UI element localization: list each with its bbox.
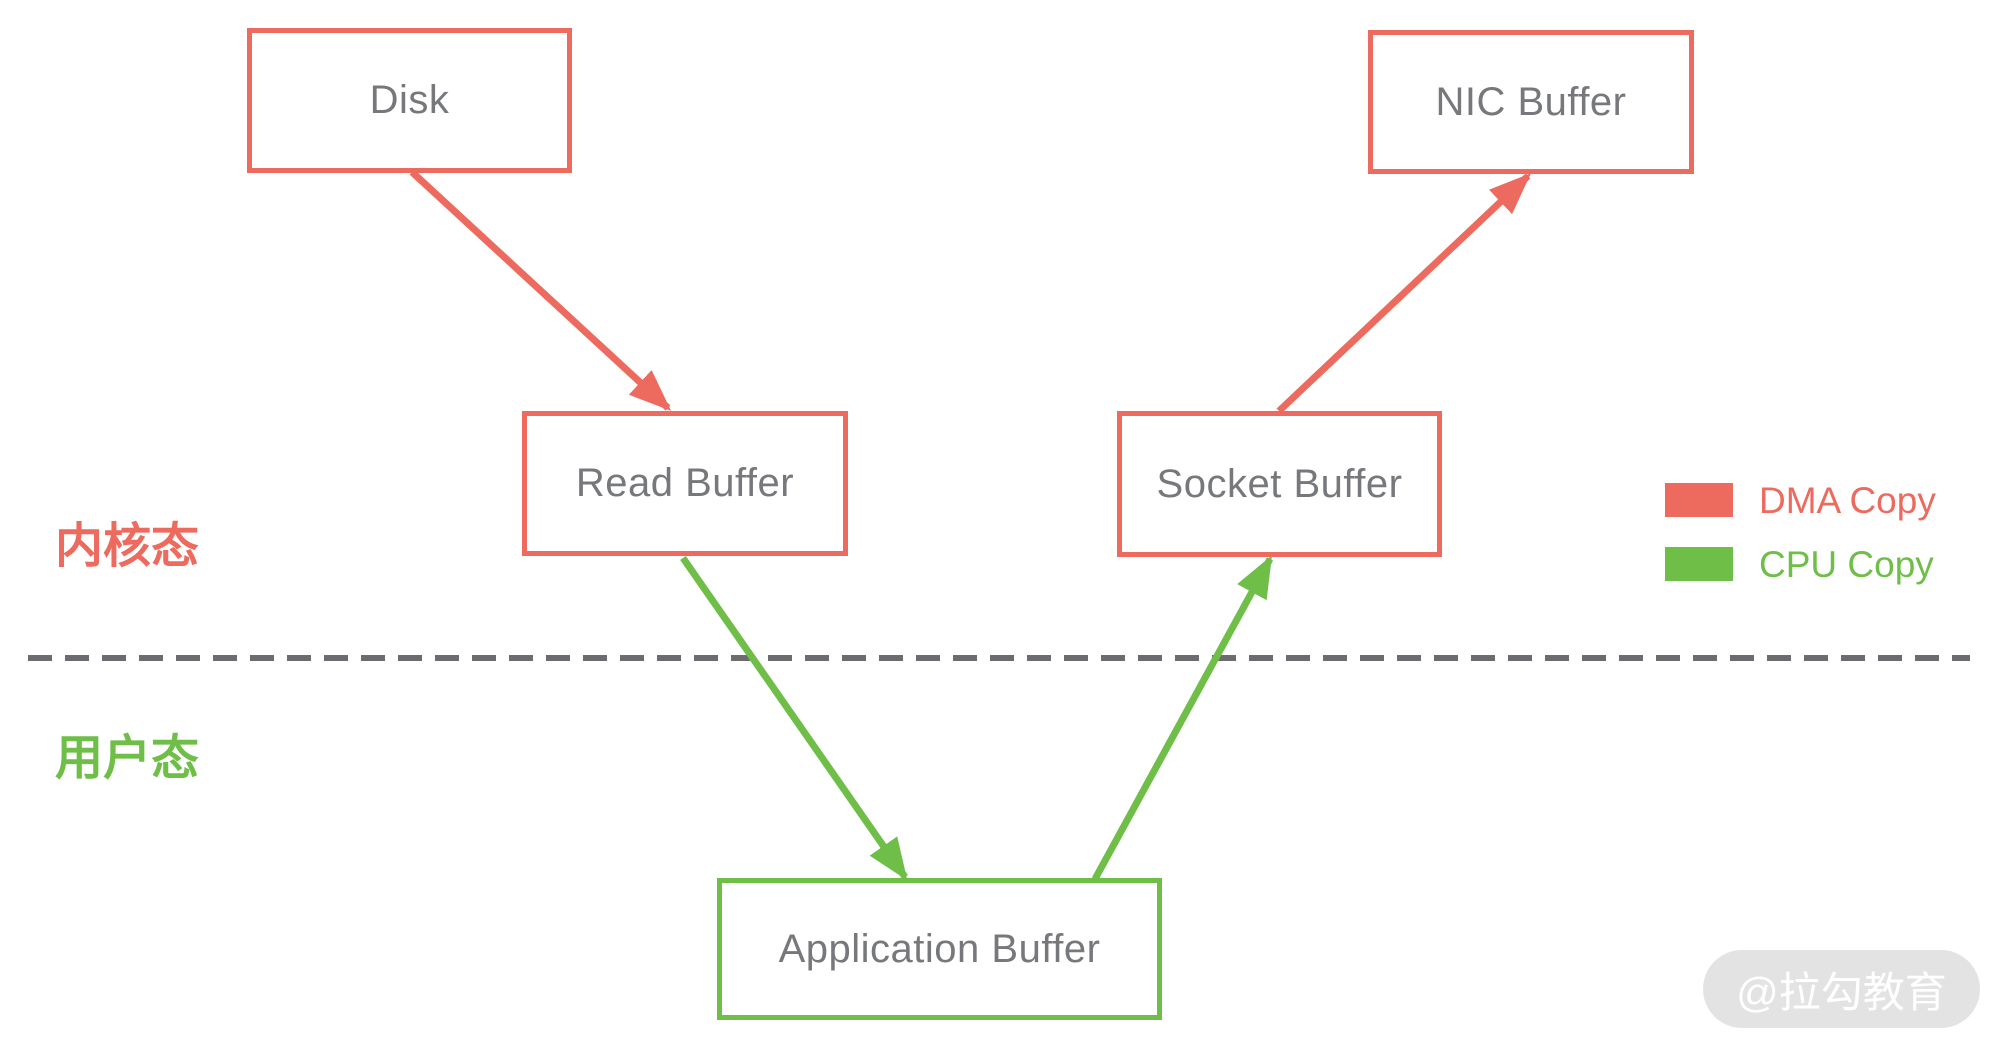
node-application-buffer: Application Buffer [717,878,1162,1020]
dma-copy-color-swatch [1665,483,1733,517]
node-read-buffer: Read Buffer [522,411,848,556]
node-socket-buffer: Socket Buffer [1117,411,1442,557]
node-disk-label: Disk [369,78,450,122]
legend-row-dma: DMA Copy [1665,479,1936,521]
watermark-badge: @拉勾教育 [1703,950,1980,1028]
kernel-mode-label: 内核态 [55,520,200,573]
user-mode-label: 用户态 [55,732,200,785]
dma-copy-label: DMA Copy [1759,479,1936,521]
node-nic-buffer: NIC Buffer [1368,30,1694,174]
edge-application-buffer-to-socket-buffer-cpu-arrow [1091,555,1274,881]
node-read-buffer-label: Read Buffer [575,461,795,505]
edge-socket-buffer-to-nic-buffer-dma-arrow [1276,173,1532,414]
legend: DMA Copy CPU Copy [1665,479,1936,611]
legend-row-cpu: CPU Copy [1665,543,1936,585]
cpu-copy-color-swatch [1665,547,1733,581]
cpu-copy-label: CPU Copy [1759,543,1934,585]
node-disk: Disk [247,28,572,173]
edge-disk-to-read-buffer-dma-arrow [409,169,672,411]
node-nic-buffer-label: NIC Buffer [1435,79,1627,124]
edge-read-buffer-to-application-buffer-cpu-arrow [680,556,908,881]
node-application-buffer-label: Application Buffer [778,926,1101,971]
node-socket-buffer-label: Socket Buffer [1156,461,1403,506]
watermark-text: @拉勾教育 [1736,968,1947,1016]
